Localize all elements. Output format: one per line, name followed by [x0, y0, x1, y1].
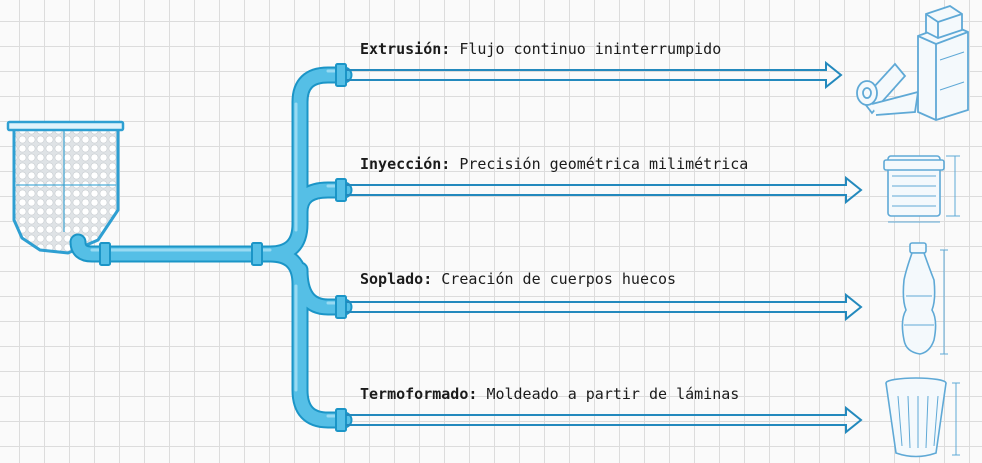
process-label-soplado: Soplado: Creación de cuerpos huecos [360, 270, 676, 288]
process-description: Moldeado a partir de láminas [486, 385, 740, 403]
milk-carton-icon [917, 5, 969, 121]
pellet-hopper [6, 120, 125, 255]
process-name: Inyección: [360, 155, 451, 173]
coupling [335, 408, 347, 432]
pipe-couplings [99, 63, 347, 432]
plastic-cup-icon [885, 377, 960, 458]
arrow-inyeccion [346, 175, 863, 205]
arrow-extrusion [346, 60, 843, 90]
coupling [99, 242, 111, 266]
hopper-body [12, 126, 120, 255]
arrow-soplado [346, 292, 863, 322]
bottle-cap-icon [883, 155, 960, 223]
process-name: Termoformado: [360, 385, 478, 403]
process-label-termoformado: Termoformado: Moldeado a partir de lámin… [360, 385, 739, 403]
process-label-inyeccion: Inyección: Precisión geométrica milimétr… [360, 155, 748, 173]
film-roll-icon [856, 62, 920, 116]
hopper-rim [6, 120, 125, 132]
coupling [335, 63, 347, 87]
arrows [346, 60, 863, 435]
process-name: Soplado: [360, 270, 433, 288]
pipe-fill [71, 68, 351, 427]
plastic-bottle-icon [901, 242, 948, 355]
coupling [335, 295, 347, 319]
coupling [251, 242, 263, 266]
process-label-extrusion: Extrusión: Flujo continuo ininterrumpido [360, 40, 721, 58]
arrow-termoformado [346, 405, 863, 435]
process-description: Flujo continuo ininterrumpido [459, 40, 722, 58]
coupling [335, 178, 347, 202]
process-description: Creación de cuerpos huecos [441, 270, 677, 288]
process-description: Precisión geométrica milimétrica [459, 155, 749, 173]
process-name: Extrusión: [360, 40, 451, 58]
